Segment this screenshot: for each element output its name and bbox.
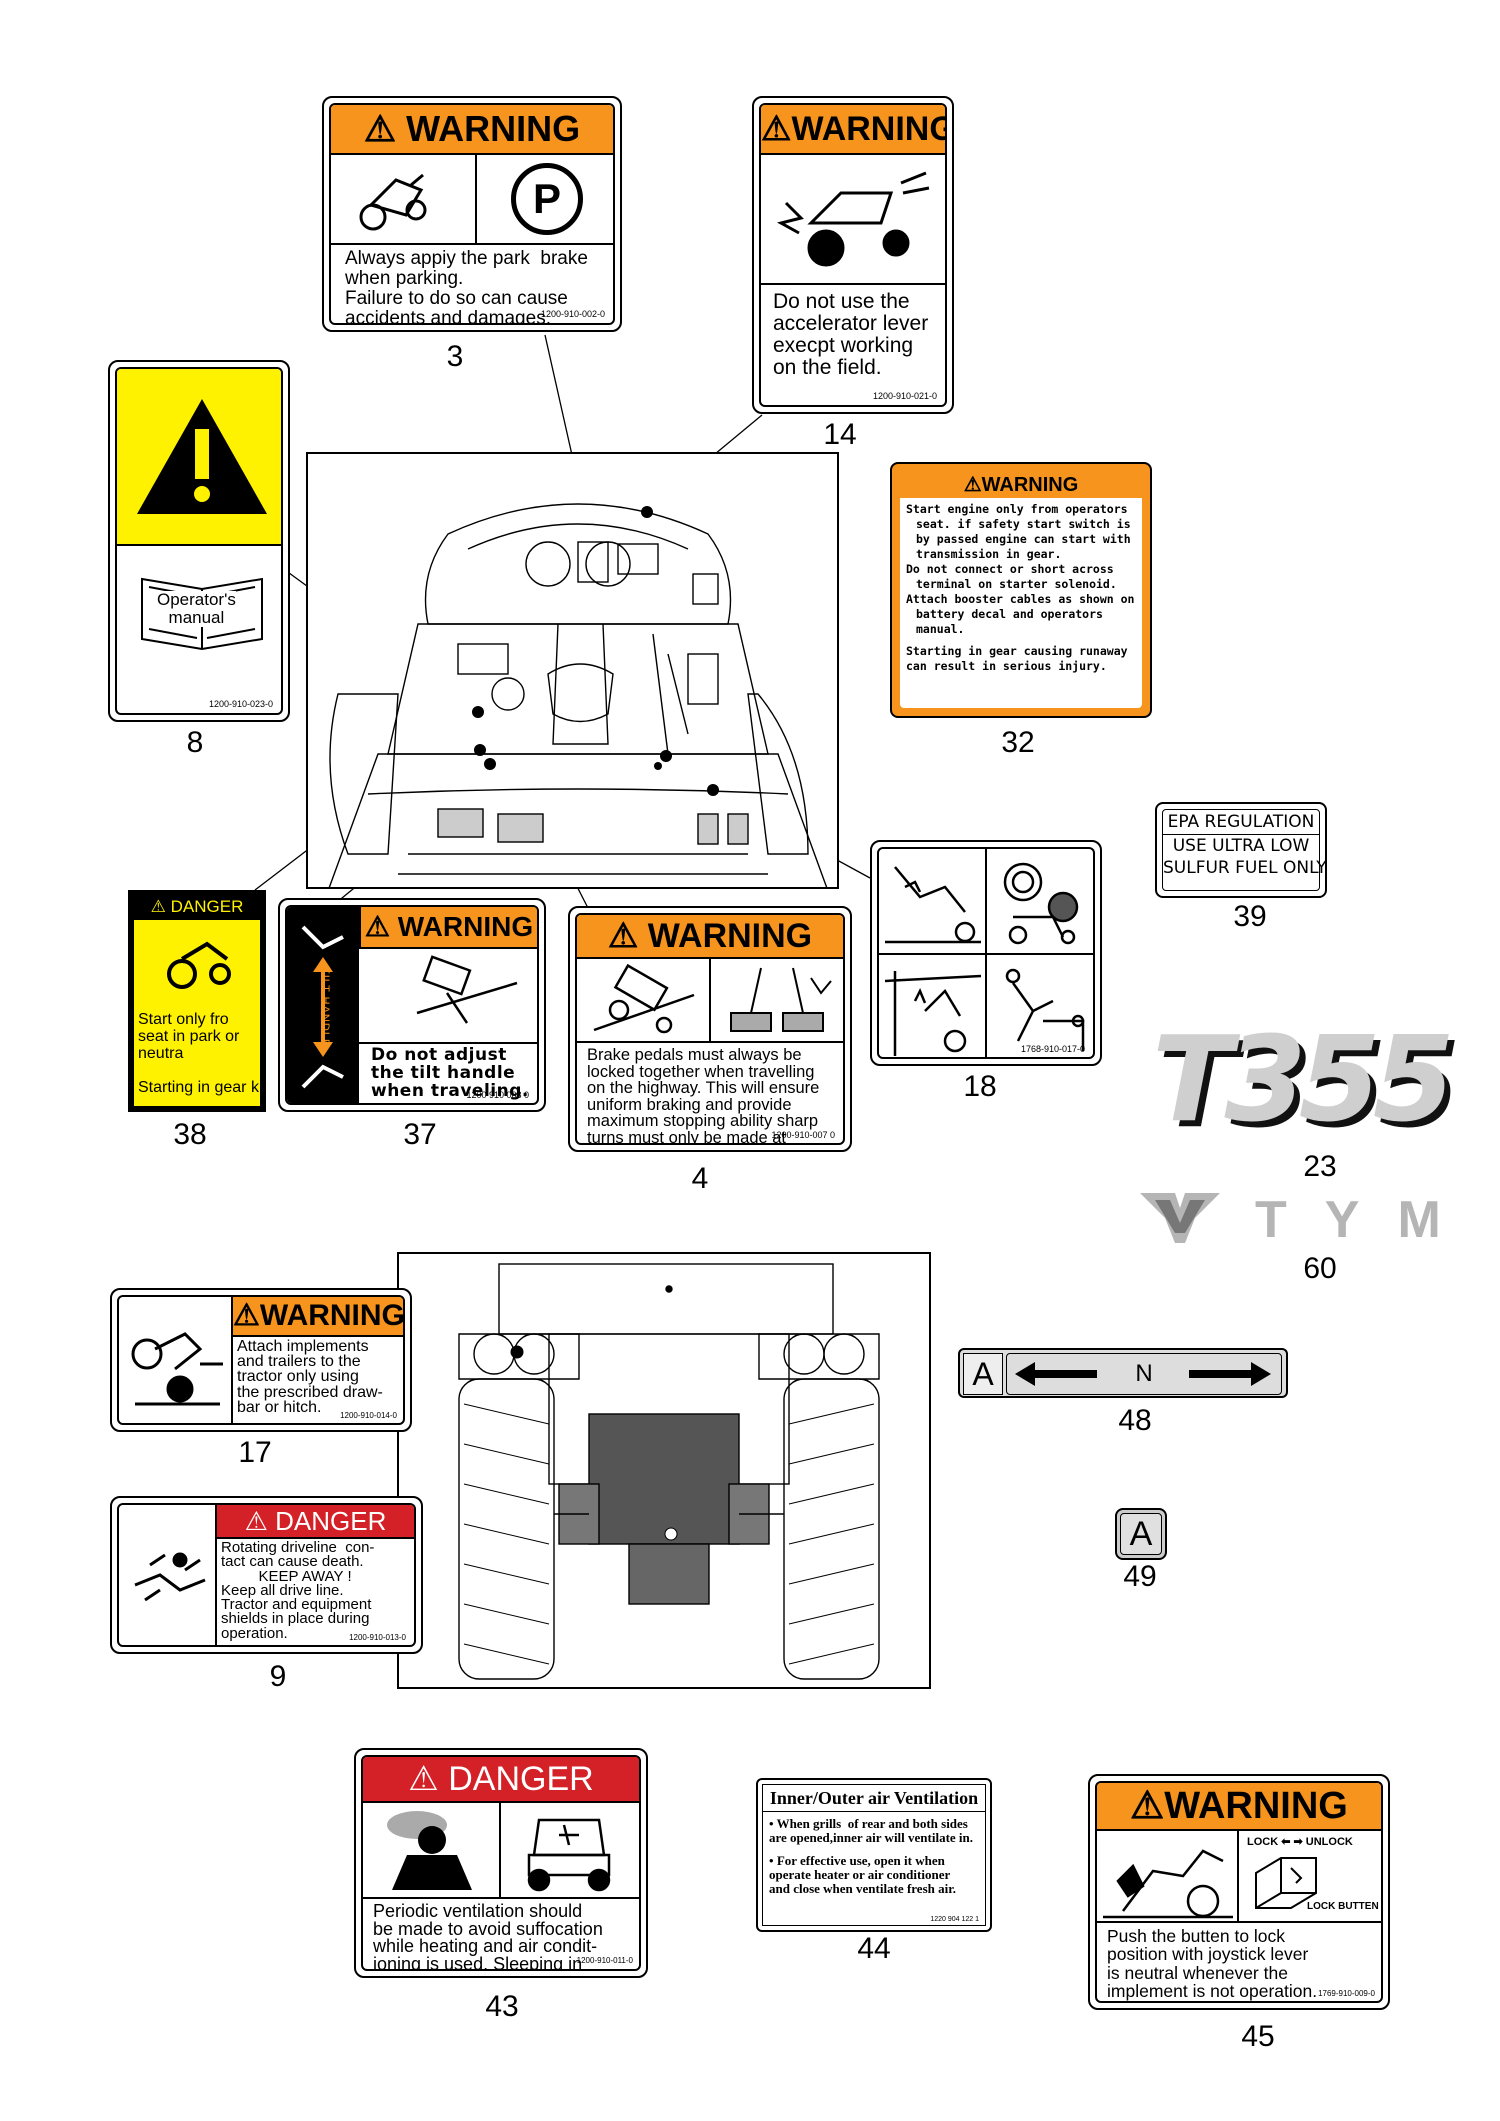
callout-49: 49 bbox=[1123, 1560, 1157, 1593]
danger-header: ⚠ DANGER bbox=[215, 1505, 414, 1539]
decal-8-operators-manual: Operator's manual 1200-910-023-0 bbox=[108, 360, 290, 722]
tractor-tip-icon bbox=[131, 1332, 223, 1406]
warning-header: ⚠WARNING bbox=[761, 105, 945, 155]
caution-area bbox=[117, 369, 281, 546]
callout-17: 17 bbox=[238, 1436, 272, 1469]
brand-logo-tym: TYM bbox=[1140, 1188, 1460, 1249]
model-badge-t355: T355 T355 bbox=[1152, 1010, 1461, 1154]
callout-39: 39 bbox=[1233, 900, 1267, 933]
book-label: Operator's manual bbox=[157, 590, 236, 627]
warning-header: ⚠WARNING bbox=[231, 1297, 403, 1337]
callout-38: 38 bbox=[173, 1118, 207, 1151]
decal-48-direction: A N bbox=[958, 1348, 1288, 1398]
decal-18-loader-pictograms: 1768-910-017-0 bbox=[870, 840, 1102, 1066]
decal-9-driveline: ⚠ DANGER Rotating driveline con- tact ca… bbox=[110, 1496, 423, 1654]
dashboard-illustration bbox=[306, 452, 839, 889]
callout-48: 48 bbox=[1118, 1404, 1152, 1437]
warning-header: ⚠ WARNING bbox=[331, 105, 613, 155]
tym-emblem-icon bbox=[1140, 1193, 1220, 1243]
tilt-handle-strip: TILT HANDLE bbox=[287, 907, 359, 1103]
brake-pedal-lock-icon bbox=[730, 967, 832, 1032]
callout-60: 60 bbox=[1303, 1252, 1337, 1285]
tractor-runover-icon bbox=[167, 941, 231, 989]
callout-45: 45 bbox=[1241, 2020, 1275, 2053]
danger-header: ⚠ DANGER bbox=[363, 1757, 639, 1803]
loader-fall-icon bbox=[885, 866, 981, 944]
tilt-arrow-icon bbox=[301, 925, 344, 1089]
suffocation-icon bbox=[387, 1811, 472, 1890]
decal-44-air-ventilation: Inner/Outer air Ventilation • When grill… bbox=[756, 1778, 992, 1932]
callout-3: 3 bbox=[446, 340, 464, 373]
warning-header: ⚠ WARNING bbox=[577, 915, 843, 959]
decal-17-drawbar: ⚠WARNING Attach implements and trailers … bbox=[110, 1288, 412, 1432]
steering-tilt-icon bbox=[416, 955, 518, 1024]
decal-45-joystick-lock: ⚠WARNING LOCK ⬅ ➡ UNLOCK LOCK BUTTEN Pus… bbox=[1088, 1774, 1390, 2010]
loader-pinch-icon bbox=[1005, 968, 1085, 1051]
decal-37-tilt-handle: TILT HANDLE ⚠ WARNING Do not adjust the … bbox=[278, 898, 546, 1112]
callout-32: 32 bbox=[1001, 726, 1035, 759]
decal-4-brake-pedals: ⚠ WARNING Brake pedals must always be lo… bbox=[568, 906, 852, 1152]
callout-8: 8 bbox=[186, 726, 204, 759]
decal-3-text: Always appiy the park brake when parking… bbox=[345, 248, 588, 325]
callout-14: 14 bbox=[823, 418, 857, 451]
warning-header: ⚠WARNING bbox=[900, 472, 1142, 498]
lock-button-icon bbox=[1255, 1857, 1317, 1909]
decal-3-park-brake: ⚠ WARNING P Always appiy the park brake … bbox=[322, 96, 622, 332]
decal-38-danger-start: ⚠ DANGER Start only fro seat in park or … bbox=[128, 890, 266, 1112]
decal-49-letter: A bbox=[1115, 1508, 1167, 1560]
callout-18: 18 bbox=[963, 1070, 997, 1103]
park-brake-icon: P bbox=[511, 163, 583, 235]
tractor-slope-icon bbox=[593, 963, 695, 1034]
double-arrow-icon bbox=[1015, 1362, 1271, 1386]
callout-4: 4 bbox=[691, 1162, 709, 1195]
bale-crush-icon bbox=[1003, 862, 1079, 945]
decal-14-accelerator: ⚠WARNING Do not use the accelerator leve… bbox=[752, 96, 954, 414]
rear-tractor-illustration bbox=[397, 1252, 931, 1689]
loader-crush-icon bbox=[1103, 1849, 1233, 1919]
entanglement-icon bbox=[134, 1552, 206, 1602]
decal-43-ventilation-danger: ⚠ DANGER Periodic ventilation should be … bbox=[354, 1748, 648, 1978]
callout-44: 44 bbox=[857, 1932, 891, 1965]
decal-32-safety-start: ⚠WARNING Start engine only from operator… bbox=[890, 462, 1152, 718]
tractor-accelerator-icon bbox=[776, 171, 930, 267]
power-line-icon bbox=[884, 971, 982, 1056]
callout-9: 9 bbox=[269, 1660, 287, 1693]
tractor-cab-icon bbox=[527, 1818, 611, 1892]
decal-14-text: Do not use the accelerator lever execpt … bbox=[773, 290, 929, 380]
callout-43: 43 bbox=[485, 1990, 519, 2023]
warning-header: ⚠WARNING bbox=[1097, 1783, 1381, 1831]
warning-triangle-icon bbox=[137, 399, 267, 514]
warning-header: ⚠ WARNING bbox=[359, 907, 537, 949]
decal-39-epa: EPA REGULATION USE ULTRA LOW SULFUR FUEL… bbox=[1155, 802, 1327, 898]
tractor-rollover-icon bbox=[359, 173, 427, 231]
callout-37: 37 bbox=[403, 1118, 437, 1151]
callout-23: 23 bbox=[1303, 1150, 1337, 1183]
